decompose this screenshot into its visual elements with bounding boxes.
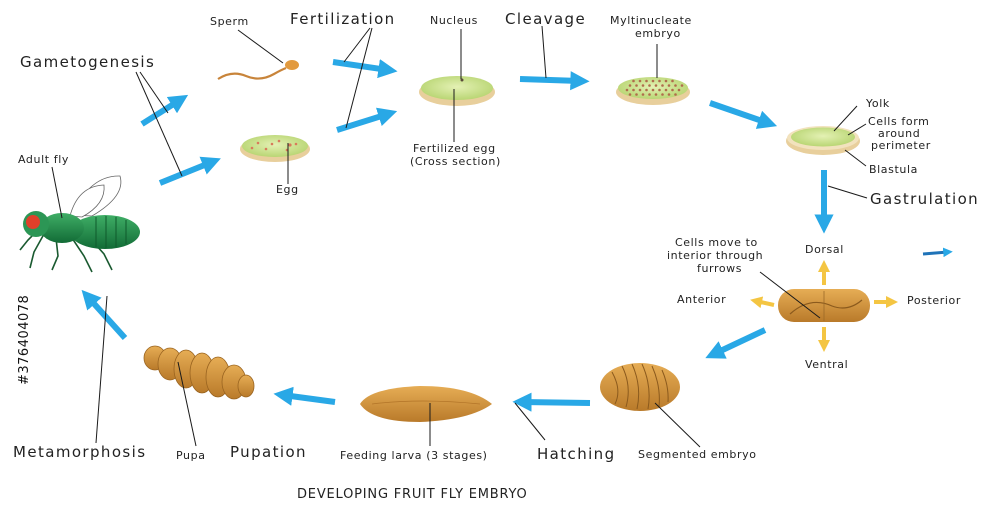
fertilized-egg-illustration: [419, 76, 495, 106]
stage-hatching: Hatching: [537, 445, 616, 463]
feeding-larva-illustration: [360, 386, 492, 422]
diagram-title: DEVELOPING FRUIT FLY EMBRYO: [297, 487, 528, 502]
nucleus-dot: [641, 84, 645, 87]
stage-pupation: Pupation: [230, 443, 307, 461]
label-dorsal: Dorsal: [805, 243, 844, 256]
arrow-sperm-to-fertilized: [332, 59, 398, 79]
nucleus-dot: [628, 93, 632, 96]
arrow-to-egg: [158, 156, 221, 186]
nucleus-dot: [674, 84, 677, 87]
label-nucleus: Nucleus: [430, 14, 478, 27]
label-ventral: Ventral: [805, 358, 848, 371]
label-blastula: Blastula: [869, 163, 918, 176]
nucleus-dot: [654, 84, 658, 87]
nucleus-dot: [654, 93, 658, 96]
sperm-illustration: [217, 60, 299, 80]
label-cells-move-line2: interior through: [667, 249, 763, 262]
nucleus-dot: [664, 88, 668, 92]
label-cells-move-line3: furrows: [697, 262, 742, 275]
arrow-to-blastula: [709, 100, 778, 129]
arrow-metamorphosis: [81, 289, 128, 341]
label-fertilized-egg-line2: (Cross section): [410, 155, 501, 168]
label-yolk: Yolk: [865, 97, 890, 110]
arrow-pupation: [273, 386, 336, 406]
pupa-illustration: [143, 345, 255, 400]
label-pupa: Pupa: [176, 449, 206, 462]
nucleus-dot: [645, 88, 648, 92]
segmented-embryo-illustration: [600, 363, 680, 411]
nucleus-dot: [641, 93, 645, 96]
arrow-to-sperm: [140, 94, 189, 127]
nucleus-dot: [658, 79, 661, 83]
label-feeding-larva: Feeding larva (3 stages): [340, 449, 488, 462]
label-segmented-embryo: Segmented embryo: [638, 448, 757, 461]
nucleus-dot: [667, 93, 671, 96]
multinucleate-embryo-illustration: [616, 77, 690, 105]
nucleus-dot: [677, 88, 681, 92]
stage-gastrulation: Gastrulation: [870, 190, 979, 208]
nucleus-dot: [651, 88, 655, 92]
adult-fly-illustration: [19, 175, 140, 273]
nucleus-dot: [671, 88, 674, 92]
nucleus-dot: [635, 84, 638, 87]
cycle-arrows: [81, 59, 834, 412]
gastrula-illustration: [750, 260, 898, 352]
arrow-egg-to-fertilized: [336, 107, 398, 133]
nucleus-dot: [632, 79, 635, 83]
label-egg: Egg: [276, 183, 299, 196]
nucleus-dot: [661, 93, 664, 96]
label-multinucleate-line2: embryo: [635, 27, 681, 40]
label-cells-move-line1: Cells move to: [675, 236, 758, 249]
stage-cleavage: Cleavage: [505, 10, 586, 28]
label-posterior: Posterior: [907, 294, 961, 307]
nucleus-dot: [651, 79, 655, 83]
label-adult-fly: Adult fly: [18, 153, 69, 166]
egg-illustration: [240, 135, 310, 162]
nucleus-dot: [625, 88, 629, 92]
legend-arrow: [922, 247, 953, 258]
nucleus-dot: [658, 88, 661, 92]
nucleus-dot: [645, 79, 648, 83]
nucleus-dot: [648, 84, 651, 87]
label-cells-form-line1: Cells form: [868, 115, 929, 128]
label-cells-form-line2: around: [878, 127, 920, 140]
nucleus-dot: [671, 79, 674, 83]
stage-gametogenesis: Gametogenesis: [20, 53, 155, 71]
label-fertilized-egg-line1: Fertilized egg: [413, 142, 496, 155]
nucleus-dot: [648, 93, 651, 96]
nucleus-dot: [638, 88, 642, 92]
arrow-hatching: [512, 392, 591, 412]
label-anterior: Anterior: [677, 293, 726, 306]
nucleus-dot: [628, 84, 632, 87]
blastula-illustration: [786, 126, 860, 155]
label-cells-form-line3: perimeter: [871, 139, 931, 152]
nucleus-dot: [674, 93, 677, 96]
nucleus-dot: [638, 79, 642, 83]
label-multinucleate-line1: Myltinucleate: [610, 14, 692, 27]
leader-lines: [51, 25, 868, 448]
nucleus-dot: [632, 88, 635, 92]
nucleus-dot: [664, 79, 668, 83]
label-sperm: Sperm: [210, 15, 249, 28]
nucleus-dot: [667, 84, 671, 87]
nucleus-dot: [680, 84, 684, 87]
stage-fertilization: Fertilization: [290, 10, 396, 28]
arrow-cleavage: [519, 71, 590, 91]
nucleus-dot: [661, 84, 664, 87]
stage-metamorphosis: Metamorphosis: [13, 443, 146, 461]
arrow-to-segmented: [705, 327, 767, 359]
nucleus-dot: [635, 93, 638, 96]
stock-id: #376404078: [17, 295, 32, 385]
